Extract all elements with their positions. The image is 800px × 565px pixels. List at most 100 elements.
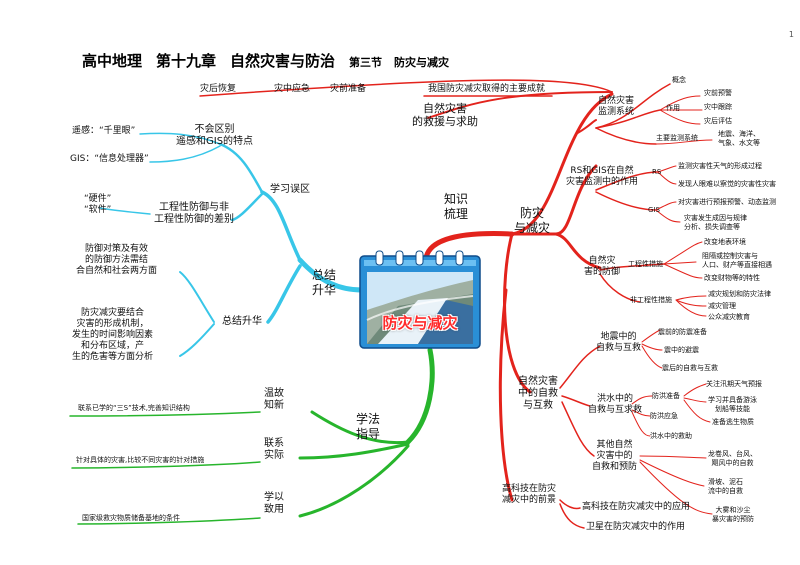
red-eng-1 bbox=[663, 241, 703, 265]
red-quake-2 bbox=[641, 343, 663, 351]
stage-during: 灾中应急 bbox=[274, 84, 311, 94]
gis-note: GIS：“信息处理器” bbox=[70, 154, 149, 164]
monitoring-role-1: 灾前预警 bbox=[704, 89, 732, 97]
rescue-achievement: 我国防灾减灾取得的主要成就 bbox=[428, 84, 546, 94]
cyan-rs-note bbox=[139, 132, 221, 145]
sublimation-item-2: 防灾减灾要结合 灾害的形成机制， 发生的时间影响因素 和分布区域，产 生的危害等… bbox=[72, 308, 154, 362]
title-topic: 自然灾害与防治 bbox=[230, 52, 336, 70]
red-noneng-2 bbox=[675, 299, 707, 307]
red-flood-link bbox=[561, 395, 591, 407]
tech-label: 高科技在防灾 减灾中的前景 bbox=[502, 484, 557, 505]
stage-before: 灾前准备 bbox=[330, 84, 367, 94]
center-node: 防灾与减灾 bbox=[358, 250, 482, 350]
knowledge-branch: 防灾 与减灾 bbox=[514, 206, 551, 235]
red-noneng-3 bbox=[675, 299, 707, 317]
eng-item-3: 改变财物等的特性 bbox=[704, 274, 760, 282]
red-gis-link bbox=[595, 191, 657, 211]
monitoring-label: 自然灾害 监测系统 bbox=[598, 96, 635, 117]
apply-label: 学以 致用 bbox=[264, 492, 284, 515]
red-main-detail bbox=[655, 139, 713, 145]
red-role-3 bbox=[659, 109, 701, 125]
misunderstanding-label: 学习误区 bbox=[270, 184, 310, 195]
red-gis-2 bbox=[655, 209, 681, 223]
calendar-illustration bbox=[359, 250, 481, 349]
connect-note: 针对具体的灾害,比较不同灾害的针对措施 bbox=[76, 456, 205, 464]
tech-item-2: 卫星在防灾减灾中的作用 bbox=[586, 522, 686, 532]
red-role-1 bbox=[659, 95, 701, 111]
stage-after: 灾后恢复 bbox=[200, 84, 237, 94]
gis-label: GIS bbox=[648, 206, 660, 214]
gis-item-2: 灾害发生成因与规律 分析、损失调查等 bbox=[684, 214, 747, 231]
cyan-item1 bbox=[179, 271, 215, 323]
page-number: 1 bbox=[788, 30, 794, 39]
monitoring-role: 作用 bbox=[666, 104, 680, 112]
monitoring-role-2: 灾中跟踪 bbox=[704, 103, 732, 111]
green-connect bbox=[298, 442, 410, 460]
green-connect-note bbox=[71, 461, 261, 469]
other-label: 其他自然 灾害中的 自救和预防 bbox=[592, 440, 638, 472]
eng-label: 工程性措施 bbox=[628, 260, 663, 268]
flood-prep: 防洪准备 bbox=[652, 392, 680, 400]
red-prep-3 bbox=[683, 399, 711, 423]
tech-item-1: 高科技在防灾减灾中的应用 bbox=[582, 502, 691, 512]
green-apply bbox=[298, 444, 410, 518]
red-link-prevention bbox=[554, 232, 602, 270]
rs-item-2: 发现人眼难以察觉的灾害性灾害 bbox=[678, 180, 776, 188]
flood-prep-1: 关注汛期天气预报 bbox=[706, 380, 762, 388]
red-stage-line bbox=[199, 79, 613, 97]
red-role-link bbox=[595, 109, 661, 129]
apply-note: 国家级救灾物质储备基地的条件 bbox=[82, 514, 180, 522]
red-prep-2 bbox=[683, 397, 707, 403]
red-other-link bbox=[561, 401, 595, 457]
red-noneng-link bbox=[599, 273, 641, 303]
rsgis-diff: 不会区别 遥感和GIS的特点 bbox=[176, 124, 254, 147]
flood-prep-2: 学习并具备游泳 划船等技能 bbox=[708, 396, 757, 413]
review-label: 温故 知新 bbox=[264, 388, 284, 411]
red-monitoring-trunk bbox=[575, 119, 597, 135]
quake-item-2: 震中的避震 bbox=[664, 346, 699, 354]
rescue-label: 自然灾害 的救援与求助 bbox=[412, 102, 478, 128]
cyan-misunderstanding bbox=[260, 190, 302, 262]
red-link-rescue bbox=[510, 92, 614, 236]
eng-item-2: 阻隔或控制灾害与 人口、财产等直接相遇 bbox=[702, 252, 772, 269]
flood-prep-3: 准备逃生物质 bbox=[712, 418, 754, 426]
eng-item-1: 改变地表环境 bbox=[704, 238, 746, 246]
red-concept-link bbox=[595, 83, 671, 129]
rs-item-1: 监测灾害性天气的形成过程 bbox=[678, 162, 762, 170]
eng-diff: 工程性防御与非 工程性防御的差别 bbox=[154, 202, 234, 225]
knowledge-heading: 知识 梳理 bbox=[444, 192, 469, 221]
red-other-3 bbox=[639, 461, 713, 515]
monitoring-concept: 概念 bbox=[672, 76, 686, 84]
red-prep-1 bbox=[683, 383, 707, 397]
sublimation-label: 总结升华 bbox=[222, 316, 262, 327]
red-quake-1 bbox=[641, 329, 661, 343]
cyan-item2 bbox=[179, 323, 215, 357]
red-rescue-arc bbox=[427, 91, 613, 119]
flood-aid: 洪水中的救助 bbox=[650, 432, 692, 440]
connect-label: 联系 实际 bbox=[264, 438, 284, 461]
selfrescue-label: 自然灾害 中的自救 与互救 bbox=[518, 376, 558, 411]
red-link-tech bbox=[498, 288, 514, 502]
red-rs-1 bbox=[657, 165, 677, 173]
gis-item-1: 对灾害进行预报预警、动态监测 bbox=[678, 198, 776, 206]
sublimation-item-1: 防御对策及有效 的防御方法需结 合自然和社会两方面 bbox=[76, 244, 158, 276]
title-main: 高中地理 bbox=[82, 52, 143, 70]
green-apply-note bbox=[77, 517, 261, 525]
red-other-1 bbox=[639, 455, 707, 459]
red-link-selfrescue bbox=[503, 232, 532, 394]
other-item-3: 大雾和沙尘 暴灾害的预防 bbox=[712, 506, 754, 523]
other-item-2: 滑坡、泥石 流中的自救 bbox=[708, 478, 743, 495]
title-chapter: 第十九章 bbox=[156, 52, 217, 70]
quake-label: 地震中的 自救与互救 bbox=[596, 332, 642, 353]
red-quake-3 bbox=[641, 345, 663, 369]
noneng-item-3: 公众减灾教育 bbox=[708, 313, 750, 321]
rsgis-label: RS和GIS在自然 灾害监测中的作用 bbox=[566, 166, 639, 187]
other-item-1: 龙卷风、台风、 飓风中的自救 bbox=[708, 450, 757, 467]
red-rs-link bbox=[595, 171, 659, 191]
cyan-rsgis bbox=[218, 142, 264, 194]
center-label: 防灾与减灾 bbox=[382, 314, 458, 332]
red-gis-1 bbox=[655, 201, 677, 211]
monitoring-main-detail: 地震、海洋、 气象、水文等 bbox=[718, 130, 760, 147]
eng-note: “硬件” “软件” bbox=[84, 194, 112, 215]
